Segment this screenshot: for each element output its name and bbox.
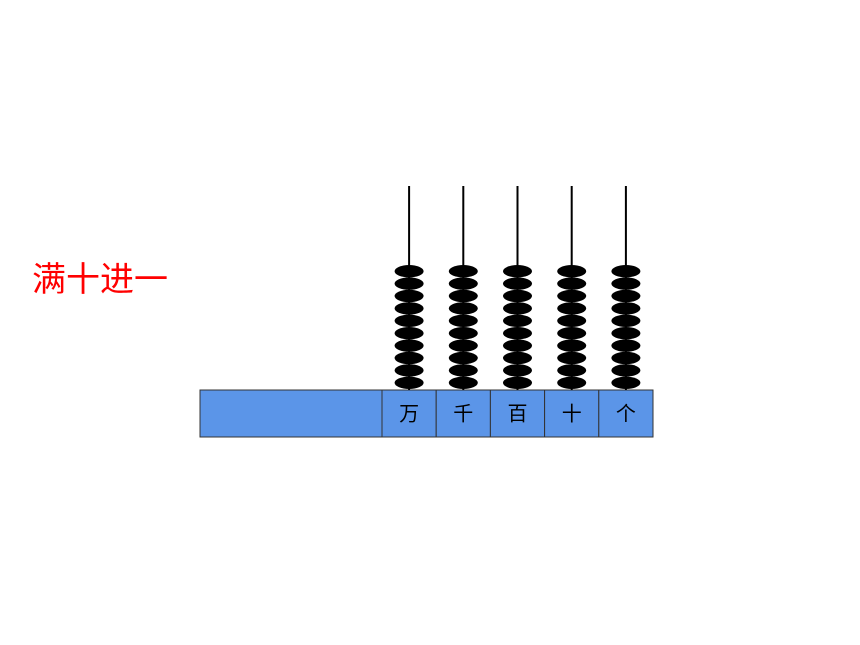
abacus-bead (448, 277, 478, 290)
abacus-bead (394, 339, 424, 352)
abacus-bead (448, 314, 478, 327)
abacus-bead (394, 277, 424, 290)
place-label: 个 (616, 402, 636, 426)
abacus-bead (394, 302, 424, 315)
place-cell (544, 389, 600, 438)
abacus-bead (503, 289, 532, 303)
place-label: 百 (508, 402, 528, 426)
abacus-bead (557, 327, 587, 340)
abacus-bead (611, 289, 641, 303)
slide-title: 满十进一 (32, 260, 168, 300)
abacus-bead (611, 265, 641, 278)
abacus-bead (394, 376, 424, 389)
abacus-bead (448, 339, 478, 352)
abacus-bead (611, 364, 641, 377)
abacus-bead (394, 327, 424, 340)
abacus-rods: 万千百十个 (381, 186, 654, 438)
abacus-bead (557, 314, 587, 327)
abacus-bead (611, 302, 641, 315)
abacus-bead (611, 339, 641, 352)
abacus-bead (448, 327, 478, 340)
abacus-bead (503, 339, 532, 352)
abacus-bead (557, 265, 587, 278)
abacus-bead (448, 265, 478, 278)
abacus-bead (448, 289, 478, 303)
abacus-bead (503, 277, 532, 290)
abacus-bead (394, 364, 424, 377)
abacus-bead (503, 314, 532, 327)
abacus-bead (503, 351, 532, 365)
abacus-bead (503, 327, 532, 340)
abacus-bead (611, 327, 641, 340)
abacus-bead (557, 302, 587, 315)
place-label: 十 (562, 402, 582, 426)
place-label: 万 (399, 402, 419, 426)
abacus-bead (557, 289, 587, 303)
abacus-bead (611, 314, 641, 327)
abacus-bead (448, 351, 478, 365)
abacus-bead (611, 351, 641, 365)
place-label: 千 (453, 402, 473, 426)
abacus-bead (394, 314, 424, 327)
abacus-bead (503, 364, 532, 377)
abacus-bead (448, 376, 478, 389)
abacus-bead (503, 302, 532, 315)
abacus-bead (503, 376, 532, 389)
abacus-bead (503, 265, 532, 278)
place-cell (598, 389, 654, 438)
abacus-bead (557, 364, 587, 377)
abacus-bead (394, 351, 424, 365)
abacus-bead (557, 376, 587, 389)
abacus-bead (394, 289, 424, 303)
abacus-bead (394, 265, 424, 278)
abacus-bead (611, 277, 641, 290)
abacus-bead (557, 339, 587, 352)
abacus-bead (448, 364, 478, 377)
abacus-bead (557, 277, 587, 290)
abacus-bead (448, 302, 478, 315)
abacus-bead (557, 351, 587, 365)
abacus-bead (611, 376, 641, 389)
